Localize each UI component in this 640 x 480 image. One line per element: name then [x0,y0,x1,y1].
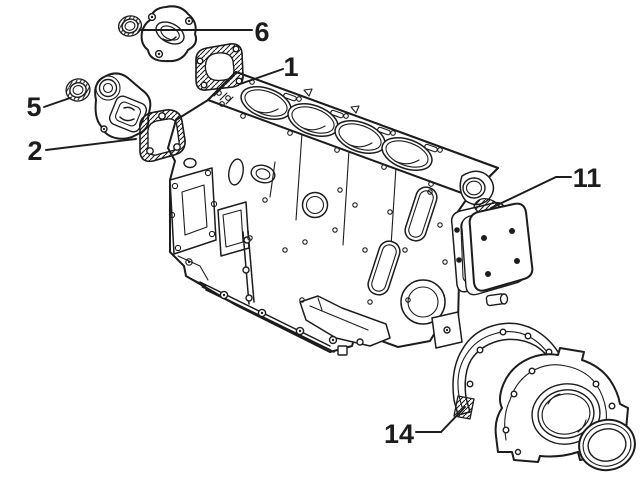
front-round-boss [250,164,276,184]
rear-mount-foot [431,311,463,349]
front-round-boss-inner [255,168,271,180]
leader-2 [45,138,137,151]
front-boss-ring [183,157,197,169]
leader-11 [490,176,572,209]
callout-label-2: 2 [27,136,42,166]
callout-labels: 6 1 5 2 11 14 [26,17,601,449]
callout-label-1: 1 [283,52,298,82]
side-rib-4 [269,161,276,198]
callout-label-5: 5 [26,92,41,122]
leader-14 [415,406,466,433]
deck-corner-hatch [213,88,234,105]
front-lower-bracket [177,255,209,287]
cylinder-bore-4 [381,136,433,172]
part-seal-ring-14 [578,418,636,472]
side-bolt-holes [247,187,448,305]
deck-end-lug [459,170,495,206]
part-gasket-2 [138,109,186,163]
block-front-face [168,157,276,287]
callout-label-11: 11 [573,163,602,193]
part-side-cover-11 [460,202,534,296]
side-oval-slot-lower [367,240,401,296]
deck-bolt-holes [216,79,443,187]
part-seal-ring-5 [65,78,91,102]
side-oval-slot-upper [404,186,438,242]
engine-mount-bracket [299,295,391,356]
callout-label-6: 6 [254,17,269,47]
block-side-face [199,132,509,356]
cylinder-bores [240,85,433,172]
callout-label-14: 14 [384,419,414,449]
water-pump-flange [169,167,217,255]
side-rib-2 [342,149,350,246]
side-stub [485,293,509,307]
block-top-deck [207,71,499,206]
callout-leader-lines [43,29,572,433]
aux-drive-opening [400,279,446,325]
part-water-pump-housing-2 [94,72,152,140]
water-pump-flange-opening [181,184,208,236]
front-panel-inner [222,209,244,248]
deck-coolant-slots [283,88,438,153]
flange-bolt-holes [168,169,218,252]
part-gasket-1 [195,43,244,91]
side-rib-1 [295,132,303,221]
front-bracket-bolt [185,258,193,266]
leader-1 [239,68,284,85]
leader-5 [43,97,71,108]
rear-seal-bore [531,383,601,445]
engine-block-drawing [167,71,509,356]
part-seal-ring-6 [117,15,143,37]
part-water-outlet-housing-6 [140,5,198,63]
front-oval-window [228,158,244,186]
